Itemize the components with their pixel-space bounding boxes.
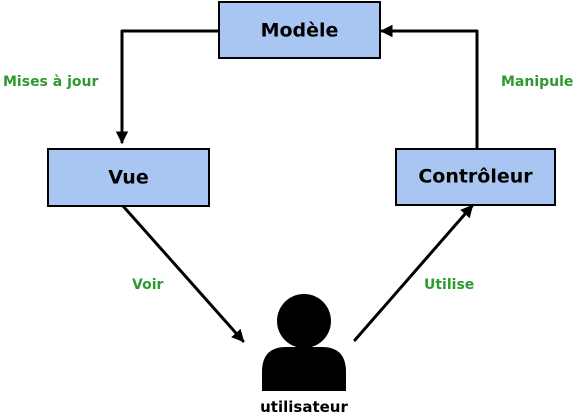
edge-label-voir: Voir [132, 277, 163, 293]
node-controleur-label: Contrôleur [418, 166, 533, 188]
edge-label-manipule: Manipule [501, 74, 573, 90]
edge-controleur-to-modele [380, 24, 479, 150]
edge-user-to-controleur [353, 204, 474, 342]
edge-label-utilise: Utilise [424, 277, 474, 293]
node-modele: Modèle [218, 1, 381, 59]
node-controleur: Contrôleur [395, 148, 556, 206]
node-modele-label: Modèle [261, 20, 339, 42]
edge-label-mises-a-jour: Mises à jour [3, 74, 98, 90]
edge-modele-to-vue [115, 29, 220, 144]
node-vue: Vue [47, 148, 210, 207]
user-label: utilisateur [260, 398, 348, 416]
edge-vue-to-user [121, 204, 245, 343]
user-icon [262, 294, 346, 391]
node-vue-label: Vue [108, 167, 148, 189]
